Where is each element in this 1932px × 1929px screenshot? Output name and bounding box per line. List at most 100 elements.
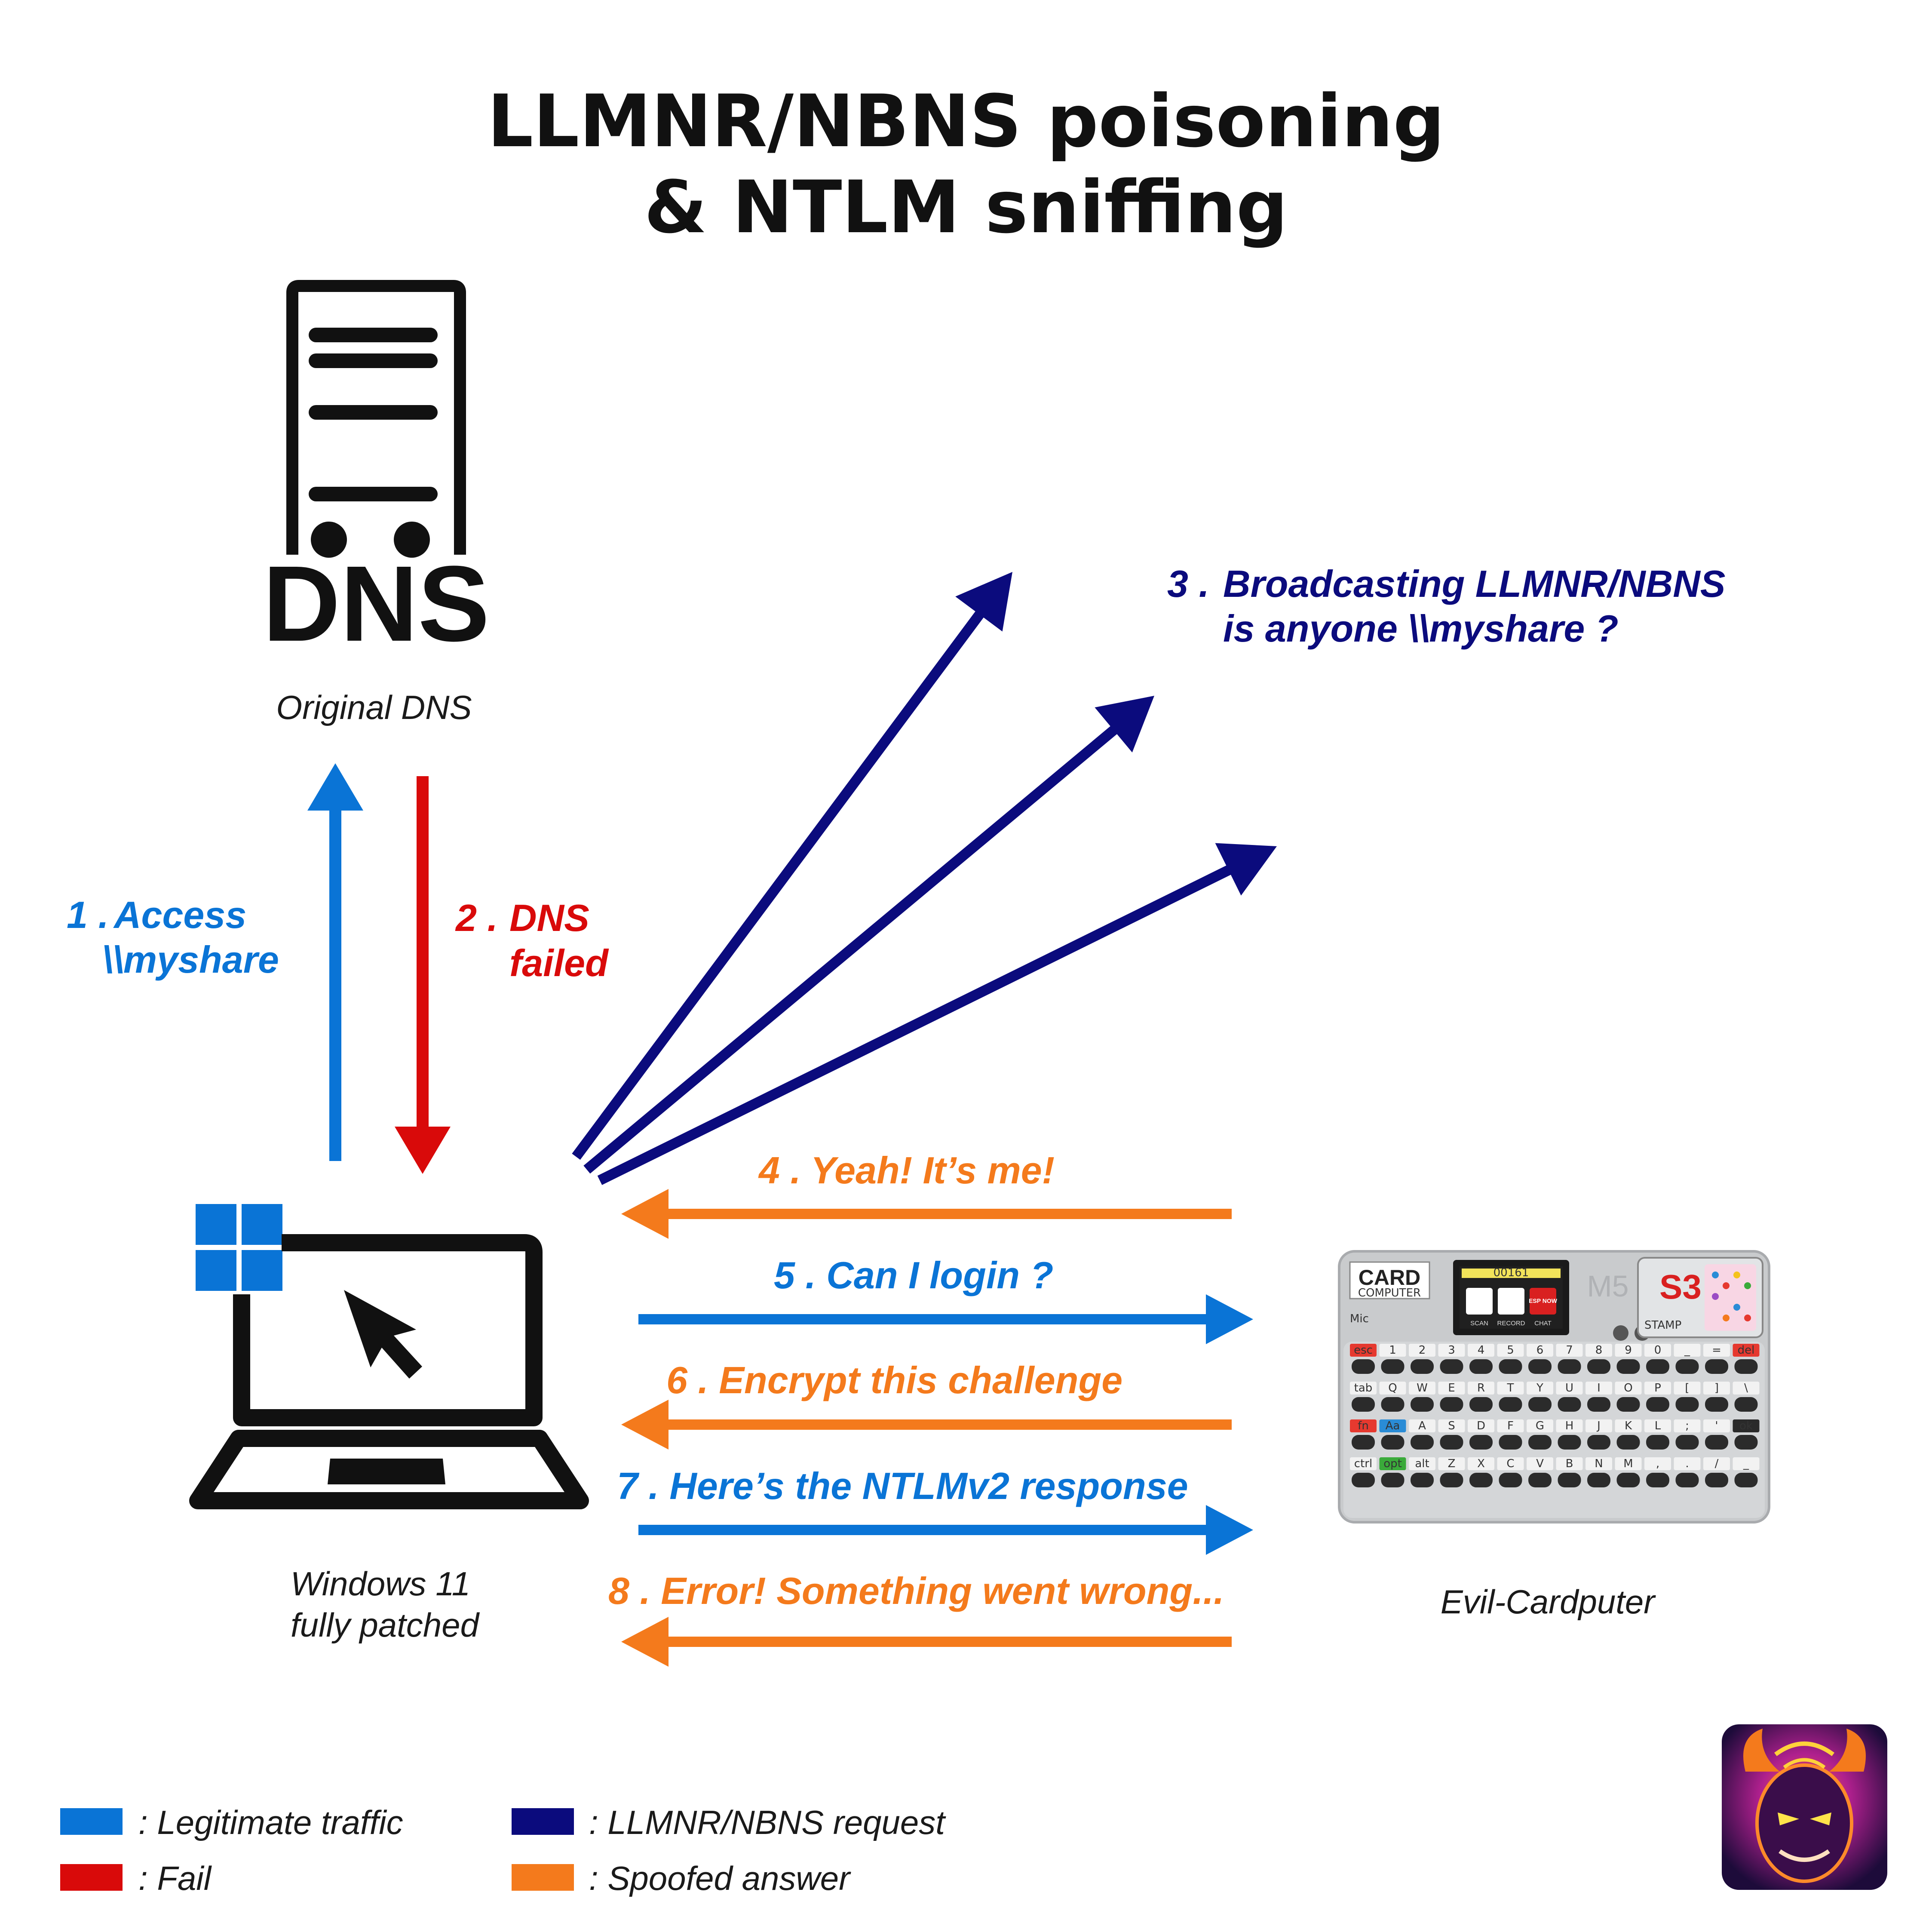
keyboard-key: esc bbox=[1350, 1344, 1377, 1374]
keyboard-key-label: T bbox=[1507, 1382, 1514, 1395]
laptop-icon bbox=[189, 1234, 589, 1509]
keyboard-key: S bbox=[1438, 1419, 1465, 1450]
keyboard-key-label: C bbox=[1506, 1457, 1514, 1470]
keyboard-key-label: / bbox=[1715, 1457, 1719, 1470]
dns-caption: Original DNS bbox=[276, 688, 472, 726]
keyboard-key: N bbox=[1585, 1457, 1612, 1487]
keyboard-key: ctrl bbox=[1350, 1457, 1377, 1487]
keyboard-key: Q bbox=[1379, 1382, 1406, 1412]
keyboard-key-label: V bbox=[1536, 1457, 1544, 1470]
keyboard-key: fn bbox=[1350, 1419, 1377, 1450]
keyboard-key-label: L bbox=[1655, 1419, 1661, 1432]
cardputer-brand-line-1: CARD bbox=[1359, 1266, 1420, 1290]
keyboard-key: Z bbox=[1438, 1457, 1465, 1487]
windows-caption-line-2: fully patched bbox=[291, 1606, 480, 1644]
windows-logo-icon bbox=[196, 1204, 282, 1291]
keyboard-key-label: 1 bbox=[1389, 1344, 1396, 1357]
cardputer-caption: Evil-Cardputer bbox=[1441, 1583, 1656, 1621]
keyboard-key-label: del bbox=[1738, 1344, 1755, 1357]
keyboard-key-label: \ bbox=[1744, 1382, 1748, 1395]
keyboard-key-label: = bbox=[1712, 1344, 1721, 1357]
keyboard-key-label: Aa bbox=[1386, 1419, 1400, 1432]
keyboard-key-label: B bbox=[1566, 1457, 1573, 1470]
cardputer-screen-label: 00161 bbox=[1493, 1266, 1529, 1279]
keyboard-key: F bbox=[1497, 1419, 1524, 1450]
arrow-step-6-left bbox=[621, 1400, 1232, 1450]
step-2-number: 2 . bbox=[455, 897, 498, 939]
keyboard-key: del bbox=[1733, 1344, 1760, 1374]
keyboard-key-label: ok bbox=[1739, 1419, 1753, 1432]
arrow-access-up bbox=[307, 763, 363, 1161]
keyboard-key: . bbox=[1674, 1457, 1701, 1487]
keyboard-key-label: Z bbox=[1448, 1457, 1456, 1470]
keyboard-key: \ bbox=[1733, 1382, 1760, 1412]
keyboard-key-label: 0 bbox=[1654, 1344, 1662, 1357]
keyboard-key-label: ' bbox=[1715, 1419, 1718, 1432]
cardputer-brand-line-2: COMPUTER bbox=[1358, 1287, 1421, 1299]
keyboard-key: O bbox=[1615, 1382, 1642, 1412]
keyboard-key: R bbox=[1468, 1382, 1494, 1412]
cardputer-app-1: SCAN bbox=[1470, 1320, 1488, 1327]
step-2-line-2: failed bbox=[509, 942, 609, 984]
keyboard-key: ok bbox=[1733, 1419, 1760, 1450]
legend-swatch-fail bbox=[60, 1864, 123, 1891]
keyboard-key: _ bbox=[1674, 1344, 1701, 1374]
keyboard-key: M bbox=[1615, 1457, 1642, 1487]
keyboard-key: C bbox=[1497, 1457, 1524, 1487]
arrow-dns-failed-down bbox=[395, 776, 451, 1174]
cardputer-app-3: CHAT bbox=[1534, 1320, 1552, 1327]
windows-caption-line-1: Windows 11 bbox=[291, 1565, 470, 1603]
keyboard-key-label: , bbox=[1656, 1457, 1659, 1470]
step-4-label: 4 . Yeah! It’s me! bbox=[758, 1149, 1055, 1192]
keyboard-key-label: _ bbox=[1684, 1344, 1690, 1357]
keyboard-key: K bbox=[1615, 1419, 1642, 1450]
legend-label-fail: : Fail bbox=[138, 1859, 212, 1897]
keyboard-key-label: X bbox=[1477, 1457, 1485, 1470]
keyboard-key-label: E bbox=[1448, 1382, 1455, 1395]
keyboard-key-label: G bbox=[1536, 1419, 1544, 1432]
step-8-label: 8 . Error! Something went wrong... bbox=[608, 1570, 1224, 1612]
cursor-icon bbox=[344, 1290, 422, 1379]
keyboard-key-label: N bbox=[1595, 1457, 1603, 1470]
keyboard-key-label: 8 bbox=[1595, 1344, 1603, 1357]
keyboard-key: 6 bbox=[1527, 1344, 1553, 1374]
keyboard-key-label: R bbox=[1477, 1382, 1485, 1395]
cardputer-brand-mark: M5 bbox=[1587, 1269, 1628, 1303]
keyboard-key: H bbox=[1556, 1419, 1583, 1450]
keyboard-key-label: H bbox=[1565, 1419, 1574, 1432]
arrow-step-5-right bbox=[638, 1294, 1253, 1344]
step-1-number: 1 . bbox=[67, 894, 109, 936]
keyboard-key: 4 bbox=[1468, 1344, 1494, 1374]
keyboard-key-label: _ bbox=[1743, 1457, 1749, 1470]
arrow-broadcast-3 bbox=[597, 843, 1277, 1185]
keyboard-key-label: 2 bbox=[1419, 1344, 1426, 1357]
arrow-broadcast-2 bbox=[583, 696, 1154, 1174]
keyboard-key-label: ; bbox=[1685, 1419, 1689, 1432]
keyboard-key-label: M bbox=[1623, 1457, 1633, 1470]
keyboard-key-label: 5 bbox=[1507, 1344, 1514, 1357]
legend: : Legitimate traffic : Fail : LLMNR/NBNS… bbox=[60, 1803, 946, 1897]
cardputer-app-2: RECORD bbox=[1497, 1320, 1525, 1327]
keyboard-key-label: 7 bbox=[1566, 1344, 1573, 1357]
keyboard-key: , bbox=[1644, 1457, 1671, 1487]
keyboard-key: 5 bbox=[1497, 1344, 1524, 1374]
keyboard-key: W bbox=[1409, 1382, 1435, 1412]
keyboard-key: / bbox=[1703, 1457, 1730, 1487]
dns-server-icon: DNS bbox=[263, 280, 490, 663]
step-1-line-1: Access bbox=[113, 894, 246, 936]
keyboard-key: _ bbox=[1733, 1457, 1760, 1487]
legend-label-legitimate: : Legitimate traffic bbox=[138, 1803, 403, 1841]
step-5-label: 5 . Can I login ? bbox=[774, 1254, 1053, 1296]
step-1-label: 1 . Access \\myshare bbox=[67, 894, 279, 981]
keyboard-key-label: 6 bbox=[1536, 1344, 1544, 1357]
keyboard-key: X bbox=[1468, 1457, 1494, 1487]
keyboard-key-label: O bbox=[1624, 1382, 1632, 1395]
dns-icon-label: DNS bbox=[263, 544, 490, 663]
title-line-2: & NTLM sniffing bbox=[644, 165, 1288, 249]
keyboard-key: Y bbox=[1527, 1382, 1553, 1412]
keyboard-key-label: 9 bbox=[1625, 1344, 1632, 1357]
keyboard-key-label: Q bbox=[1388, 1382, 1397, 1395]
keyboard-key-label: 4 bbox=[1478, 1344, 1485, 1357]
